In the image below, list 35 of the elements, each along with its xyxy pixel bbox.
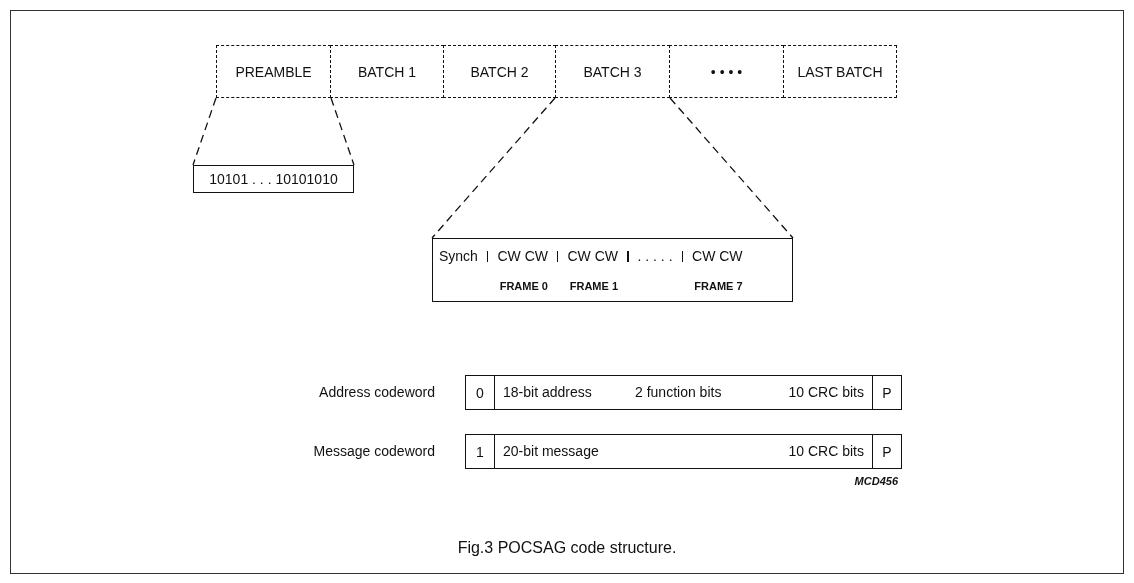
leader-line <box>192 97 217 166</box>
batch-cell: LAST BATCH <box>783 45 897 98</box>
parity-cell: P <box>872 376 901 409</box>
row-heading: Message codeword <box>313 443 435 459</box>
parity-cell: P <box>872 435 901 468</box>
batch-cell: BATCH 1 <box>330 45 444 98</box>
frame-label: FRAME 7 <box>694 280 743 293</box>
frame-label: FRAME 0 <box>499 280 548 293</box>
batch-cell: BATCH 3 <box>555 45 670 98</box>
codeword-label: CW CW <box>567 248 618 264</box>
codeword-label: CW CW <box>497 248 548 264</box>
codeword-label: CW CW <box>692 248 743 264</box>
batch-cell: PREAMBLE <box>216 45 331 98</box>
row-heading: Address codeword <box>319 384 435 400</box>
bit-cell: 0 <box>466 376 495 409</box>
leader-line <box>330 97 355 166</box>
field-label: 10 CRC bits <box>788 443 864 459</box>
leader-line <box>431 97 556 239</box>
figure-caption: Fig.3 POCSAG code structure. <box>457 540 677 556</box>
field-label: 10 CRC bits <box>788 384 864 400</box>
field-label: 20-bit message <box>503 443 599 459</box>
leader-line <box>669 97 794 239</box>
field-label: 18-bit address <box>503 384 592 400</box>
batch-cell: BATCH 2 <box>443 45 556 98</box>
codeword-label: Synch <box>439 248 478 264</box>
figure-code: MCD456 <box>854 474 898 489</box>
field-label: 2 function bits <box>635 384 722 400</box>
codeword-label: . . . . . <box>637 248 673 264</box>
batch-structure-box <box>432 238 793 302</box>
codeword-bar <box>465 375 902 410</box>
codeword-bar <box>465 434 902 469</box>
preamble-bits-box: 10101 . . . 10101010 <box>193 165 354 193</box>
batch-cell: • • • • <box>669 45 784 98</box>
frame-label: FRAME 1 <box>569 280 618 293</box>
bit-cell: 1 <box>466 435 495 468</box>
